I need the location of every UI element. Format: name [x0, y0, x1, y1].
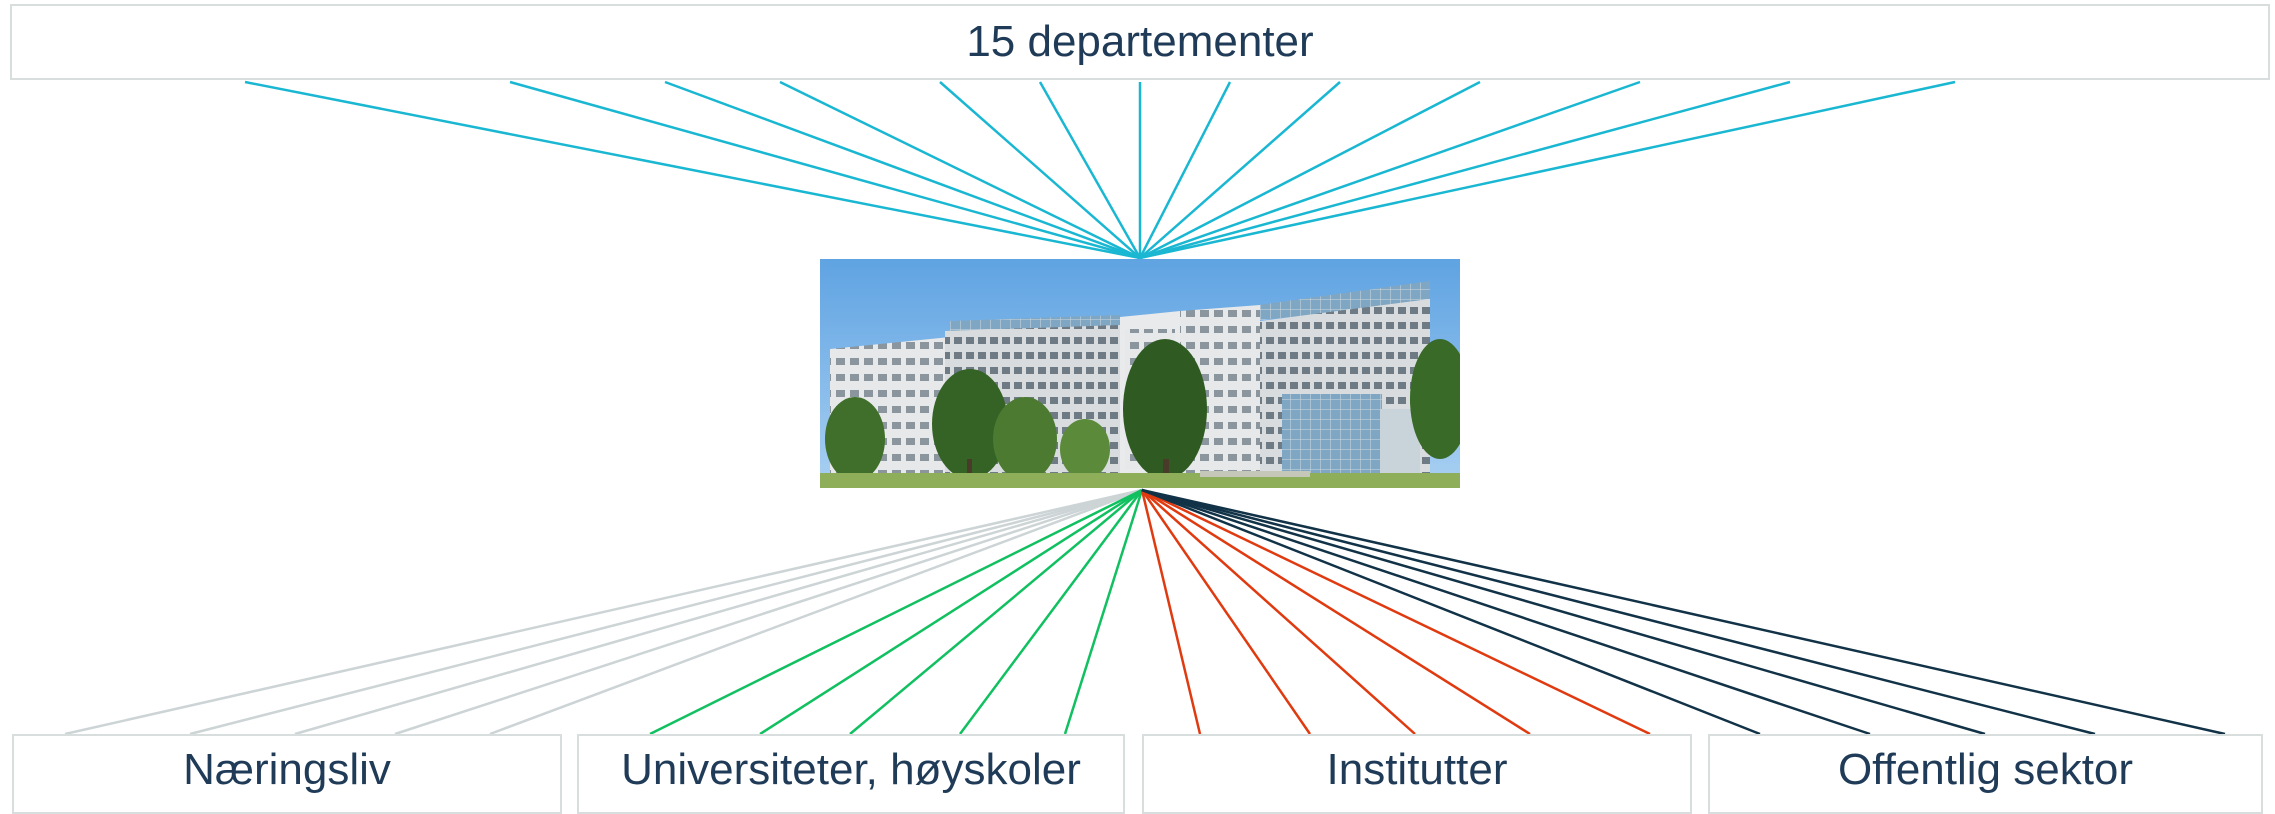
top-connector-line	[664, 80, 1141, 260]
bottom-connector-line	[958, 489, 1144, 735]
universities-label: Universiteter, høyskoler	[621, 745, 1081, 794]
bottom-connector-line	[394, 488, 1143, 736]
institutes-label: Institutter	[1326, 745, 1508, 794]
bottom-connector-line	[1141, 488, 1871, 736]
top-connector-line	[939, 81, 1141, 259]
bottom-connector-line	[1141, 489, 1416, 735]
top-connector-line	[244, 80, 1141, 260]
bottom-connector-line	[489, 488, 1143, 736]
bottom-connector-line	[1141, 488, 1531, 736]
public-sector-box: Offentlig sektor	[1708, 734, 2263, 814]
bottom-connector-line	[1141, 488, 1651, 736]
top-connector-line	[1139, 80, 1481, 260]
business-box: Næringsliv	[12, 734, 562, 814]
universities-box: Universiteter, høyskoler	[577, 734, 1125, 814]
bottom-connector-line	[1141, 488, 2226, 736]
bottom-connector-line	[1141, 488, 1761, 736]
business-label: Næringsliv	[183, 745, 391, 794]
bottom-connector-line	[1141, 488, 1986, 736]
bottom-connector-line	[649, 488, 1143, 736]
top-connector-line	[779, 80, 1141, 260]
bottom-connector-line	[849, 489, 1143, 735]
top-connector-line	[1138, 81, 1232, 259]
top-connector-line	[1139, 81, 1341, 259]
institutes-box: Institutter	[1142, 734, 1692, 814]
top-connector-line	[1038, 81, 1142, 259]
bottom-connector-line	[1141, 488, 2096, 736]
public-sector-label: Offentlig sektor	[1837, 745, 2134, 794]
top-connector-line	[1139, 80, 1956, 260]
top-connector-line	[1139, 80, 1641, 260]
bottom-connector-line	[1140, 489, 1202, 735]
top-connector-line	[1139, 80, 1791, 260]
departments-box: 15 departementer	[10, 4, 2270, 80]
bottom-connector-line	[1140, 489, 1312, 735]
bottom-connector-line	[759, 488, 1143, 736]
bottom-connector-line	[1063, 489, 1144, 735]
bottom-connector-line	[64, 488, 1143, 736]
departments-label: 15 departementer	[966, 17, 1314, 66]
bottom-connector-line	[294, 488, 1143, 736]
top-connector-line	[509, 80, 1141, 260]
bottom-connector-line	[189, 488, 1143, 736]
building-image	[820, 259, 1460, 488]
